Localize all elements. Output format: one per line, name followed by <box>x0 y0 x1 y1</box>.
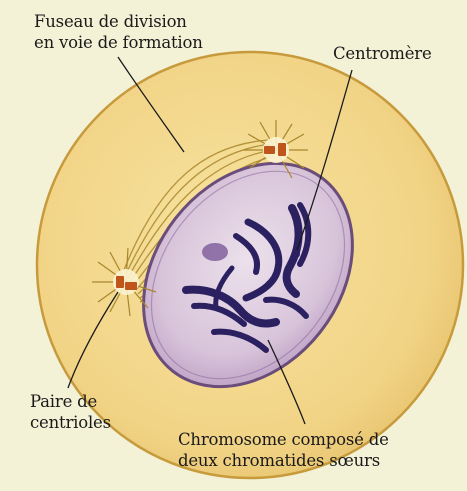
label-spindle-line2: en voie de formation <box>34 32 203 53</box>
nucleolus <box>202 243 228 261</box>
label-spindle-line1: Fuseau de division <box>34 11 203 32</box>
centromere-dot <box>292 250 300 258</box>
label-centrioles-line1: Paire de <box>30 391 111 412</box>
label-chromosome-line2: deux chromatides sœurs <box>178 450 389 471</box>
label-chromosome-line1: Chromosome composé de <box>178 429 389 450</box>
label-centrioles: Paire de centrioles <box>30 391 111 433</box>
label-chromosome: Chromosome composé de deux chromatides s… <box>178 429 389 471</box>
label-centrioles-line2: centrioles <box>30 412 111 433</box>
label-spindle: Fuseau de division en voie de formation <box>34 11 203 53</box>
label-centromere: Centromère <box>333 43 432 64</box>
label-centromere-text: Centromère <box>333 43 432 64</box>
